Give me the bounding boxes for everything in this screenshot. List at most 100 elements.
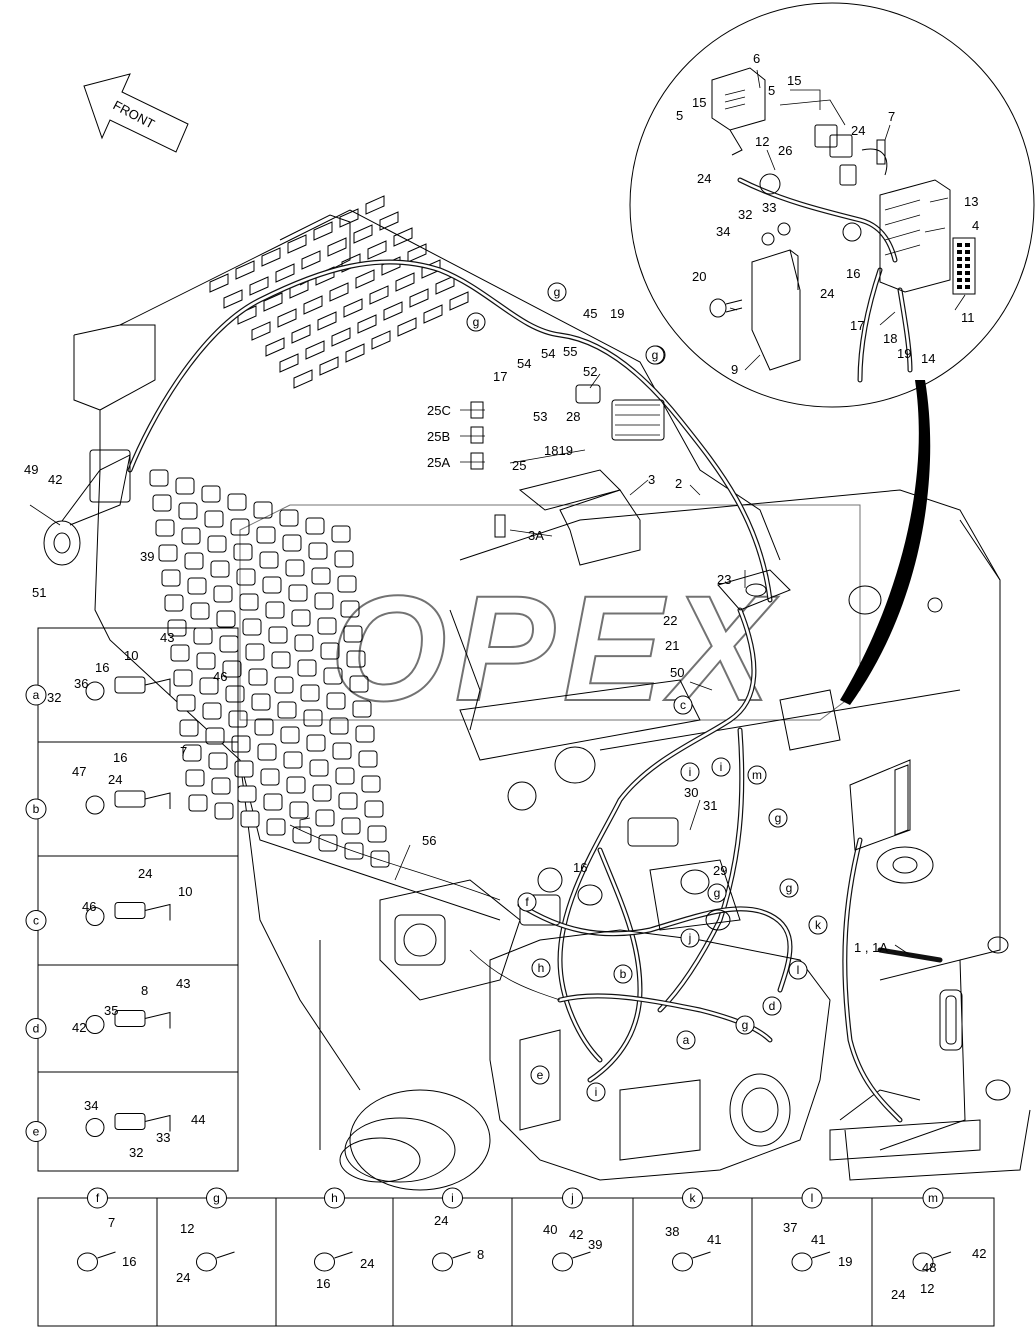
letter-marker-ring <box>676 1030 696 1050</box>
detail-callout: 32 <box>129 1145 143 1160</box>
screen-slot <box>239 593 259 611</box>
letter-marker-ring <box>586 1082 606 1102</box>
part-sketch <box>144 1011 171 1029</box>
screen-slot <box>318 834 338 852</box>
callout: 31 <box>703 798 717 813</box>
detail-callout: 44 <box>191 1112 205 1127</box>
detail-marker <box>682 1187 703 1209</box>
detail-marker <box>324 1187 345 1209</box>
callout: 29 <box>713 863 727 878</box>
screen-slot <box>251 693 271 711</box>
part-sketch <box>552 1252 573 1272</box>
callout: 16 <box>846 266 860 281</box>
screen-slot <box>265 601 285 619</box>
screen-slot <box>341 817 361 835</box>
screen-slot <box>170 644 190 662</box>
letter-marker-i: i <box>595 1085 598 1099</box>
detail-marker <box>25 1121 47 1142</box>
letter-marker-d: d <box>769 999 776 1013</box>
detail-callout: 7 <box>180 744 187 759</box>
letter-marker-g: g <box>473 315 480 329</box>
part-sketch <box>811 1251 831 1259</box>
screen-slot <box>343 625 363 643</box>
part-sketch <box>334 1251 353 1259</box>
screen-slot <box>271 651 291 669</box>
screen-slot <box>208 752 228 770</box>
screen-slot <box>201 485 221 503</box>
screen-slot <box>187 577 207 595</box>
decal-cell <box>957 285 962 289</box>
detail-marker <box>206 1187 227 1209</box>
screen-slot <box>260 768 280 786</box>
callout: 2 <box>675 476 682 491</box>
detail-callout: 41 <box>707 1232 721 1247</box>
screen-slot <box>349 675 369 693</box>
callout: 19 <box>610 306 624 321</box>
part-sketch <box>85 795 105 815</box>
screen-slot <box>222 660 242 678</box>
screen-slot <box>188 794 208 812</box>
screen-slot <box>204 510 224 528</box>
vent-slot <box>327 237 347 257</box>
screen-slot <box>236 568 256 586</box>
letter-marker-l: l <box>797 963 800 977</box>
letter-marker-g: g <box>775 811 782 825</box>
part-sketch <box>114 790 146 808</box>
callout: 28 <box>566 409 580 424</box>
letter-marker-ring <box>735 1015 755 1035</box>
screen-slot <box>303 709 323 727</box>
detail-callout: 16 <box>113 750 127 765</box>
screen-slot <box>312 784 332 802</box>
vent-slot <box>303 295 323 315</box>
cab-components <box>43 384 934 884</box>
screen-slot <box>314 592 334 610</box>
vent-slot <box>313 221 333 241</box>
letter-marker-ring <box>707 883 727 903</box>
screen-slot <box>234 760 254 778</box>
screen-slot <box>352 700 372 718</box>
detail-marker <box>801 1187 823 1209</box>
callout: 54 <box>517 356 531 371</box>
letter-marker-e: e <box>537 1068 544 1082</box>
screen-slot <box>227 493 247 511</box>
vent-slot <box>393 227 413 247</box>
vent-slot <box>423 304 443 324</box>
letter-marker-ring <box>530 1065 550 1085</box>
screen-slot <box>320 642 340 660</box>
decal-cell <box>965 271 970 275</box>
vent-slot <box>383 301 403 321</box>
letter-marker-h: h <box>538 961 545 975</box>
letter-marker-g: g <box>652 348 659 362</box>
letter-marker-ring <box>517 892 537 912</box>
detail-marker <box>25 910 47 931</box>
callout: 3 <box>648 472 655 487</box>
detail-callout: 12 <box>180 1221 194 1236</box>
screen-slot <box>326 692 346 710</box>
screen-slot <box>248 668 268 686</box>
detail-callout: 10 <box>178 884 192 899</box>
screen-slot <box>242 618 262 636</box>
callout: 25C <box>427 403 451 418</box>
detail-callout: 37 <box>783 1220 797 1235</box>
part-sketch <box>572 1251 591 1259</box>
screen-slot <box>370 850 390 868</box>
letter-marker-ring <box>680 928 700 948</box>
vent-slot <box>287 234 307 254</box>
detail-callout: 41 <box>811 1232 825 1247</box>
decal-cell <box>957 250 962 254</box>
detail-callout: 48 <box>922 1260 936 1275</box>
screen-slot <box>279 509 299 527</box>
letter-marker-m: m <box>752 768 762 782</box>
screen-slot <box>254 718 274 736</box>
screen-slot <box>190 602 210 620</box>
part-sketch <box>77 1252 98 1272</box>
part-sketch <box>85 681 105 701</box>
screen-slot <box>256 526 276 544</box>
screen-slot <box>266 818 286 836</box>
callout: 25A <box>427 455 450 470</box>
detail-callout: 47 <box>72 764 86 779</box>
screen-slot <box>179 719 199 737</box>
letter-markers: ggggggciimgjfhbaeikldg <box>466 282 828 1102</box>
callout: 56 <box>422 833 436 848</box>
vent-slot <box>277 308 297 328</box>
